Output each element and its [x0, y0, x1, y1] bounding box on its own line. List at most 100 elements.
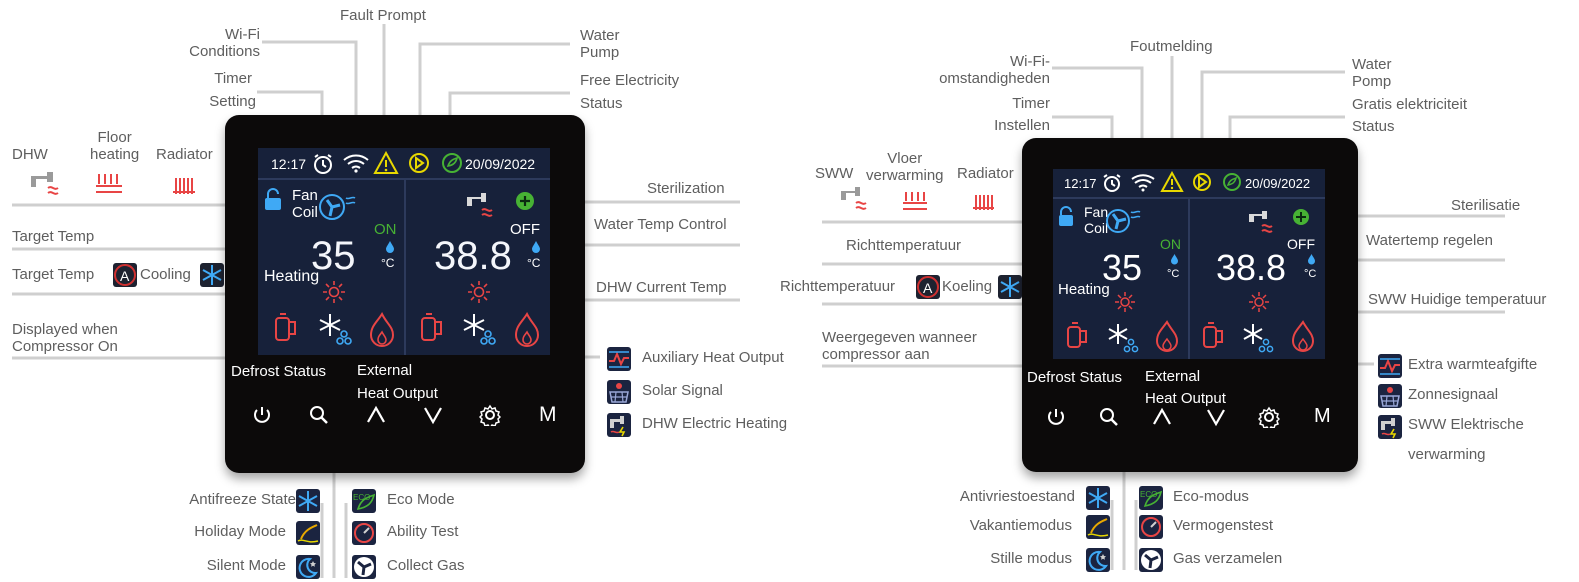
- label-wifi: Wi-Fi Conditions: [189, 26, 260, 60]
- nl-label-holiday: Vakantiemodus: [969, 517, 1072, 534]
- flame-icon: [369, 312, 395, 347]
- label-status: Status: [580, 95, 623, 112]
- radiator-icon: [173, 178, 195, 194]
- clock: 12:17: [271, 156, 307, 172]
- nl-label-dhw-current: SWW Huidige temperatuur: [1368, 291, 1547, 308]
- nl-label-aux: Extra warmteafgifte: [1408, 356, 1538, 373]
- leader-pump: [418, 42, 570, 132]
- nl-dhw-sun-icon: [1249, 292, 1269, 312]
- nl-label-displayed-when: Weergegeven wanneer compressor aan: [822, 329, 977, 363]
- nl-compressor-icon: [1067, 322, 1087, 348]
- auto-mode-icon: A: [113, 263, 137, 287]
- svg-text:ECO: ECO: [1140, 490, 1157, 499]
- compressor-icon: [275, 313, 296, 341]
- nl-label-radiator: Radiator: [957, 165, 1014, 182]
- nl-label-dhw-electric: SWW Elektrische verwarming: [1408, 416, 1524, 463]
- nl-dhw-temp-value: 38.8: [1216, 247, 1287, 288]
- nl-flame-icon: [1155, 320, 1179, 352]
- snowflake-icon: [200, 263, 224, 287]
- leader-wifi: [262, 40, 358, 132]
- nl-dhw-flame-icon: [1291, 320, 1315, 352]
- alarm-clock-icon: [314, 154, 332, 174]
- power-button[interactable]: [251, 404, 273, 426]
- label-aux-heat: Auxiliary Heat Output: [642, 349, 784, 366]
- unit-c: °C: [381, 256, 395, 270]
- screen-divider-v: [404, 178, 406, 355]
- nl-water-drop-icon: [1171, 254, 1178, 265]
- ability-test-icon: [352, 521, 376, 545]
- nl-dhw-water-drop-icon: [1308, 254, 1315, 265]
- nl-label-floor: Vloer verwarming: [866, 150, 944, 184]
- nl-label-wifi: Wi-Fi- omstandigheden: [939, 53, 1050, 87]
- lock-icon: [265, 188, 281, 210]
- nl-unit-c: °C: [1167, 268, 1180, 280]
- nl-sterilization-icon: [1293, 209, 1309, 225]
- warning-icon: [373, 151, 399, 174]
- nl-solar-icon: [1378, 384, 1402, 408]
- nl-ability-test-icon: [1139, 515, 1163, 539]
- nl-power-button[interactable]: [1045, 406, 1067, 428]
- nl-dhw-defrost-icon: [1243, 324, 1274, 353]
- nl-settings-button[interactable]: [1258, 406, 1280, 428]
- label-water-temp-control: Water Temp Control: [594, 216, 727, 233]
- dhw-electric-icon: [607, 413, 631, 437]
- nl-down-button[interactable]: [1205, 406, 1227, 428]
- date: 20/09/2022: [465, 156, 536, 172]
- nl-label-fault: Foutmelding: [1130, 38, 1213, 55]
- heating-label: Heating: [264, 268, 320, 285]
- nl-label-target: Richttemperatuur: [846, 237, 962, 254]
- settings-button[interactable]: [479, 404, 501, 426]
- nl-radiator-icon: [973, 195, 994, 210]
- nl-alarm-clock-icon: [1103, 174, 1121, 192]
- nl-antifreeze-icon: [1086, 486, 1110, 510]
- pump-icon: [409, 153, 429, 173]
- nl-label-timer: Timer: [1012, 95, 1050, 112]
- nl-leader-pump: [1200, 70, 1345, 170]
- label-dhw: DHW: [12, 146, 48, 163]
- nl-silent-moon-icon: [1086, 548, 1110, 572]
- nl-coil-label: Coil: [1084, 220, 1109, 236]
- nl-floor-heating-icon: [903, 192, 927, 210]
- nl-mode-button[interactable]: M: [1314, 405, 1331, 427]
- label-ability-test: Ability Test: [387, 523, 459, 540]
- label-displayed-when: Displayed when Compressor On: [12, 321, 118, 355]
- dhw-water-drop-icon: [532, 241, 540, 253]
- nl-label-antifreeze: Antivriestoestand: [959, 488, 1075, 505]
- dhw-unit-c: °C: [527, 256, 541, 270]
- label-timer: Timer: [214, 70, 252, 87]
- label-holiday: Holiday Mode: [194, 523, 286, 540]
- nl-search-button[interactable]: [1098, 406, 1120, 428]
- down-button[interactable]: [422, 404, 444, 426]
- nl-eco-icon: ECO: [1139, 486, 1163, 510]
- search-button[interactable]: [308, 404, 330, 426]
- nl-label-eco: Eco-modus: [1173, 488, 1249, 505]
- nl-date: 20/09/2022: [1245, 176, 1311, 191]
- wifi-icon: [343, 154, 369, 173]
- nl-clock: 12:17: [1064, 176, 1097, 191]
- nl-on-indicator: ON: [1160, 236, 1181, 252]
- dhw-temp-value: 38.8: [434, 234, 512, 278]
- up-button[interactable]: [365, 404, 387, 426]
- nl-wifi-icon: [1131, 174, 1155, 192]
- svg-text:ECO: ECO: [353, 493, 370, 502]
- nl-fan-coil-icon: [1106, 209, 1141, 233]
- nl-label-watertemp: Watertemp regelen: [1366, 232, 1494, 249]
- nl-label-ability-test: Vermogenstest: [1173, 517, 1274, 534]
- label-dhw-current-temp: DHW Current Temp: [596, 279, 727, 296]
- label-water-pump: Water Pump: [580, 27, 620, 61]
- solar-icon: [607, 380, 631, 404]
- mode-button[interactable]: M: [539, 403, 557, 426]
- tap-icon: [31, 172, 59, 195]
- nl-heating-label: Heating: [1058, 281, 1110, 298]
- nl-off-indicator: OFF: [1287, 236, 1315, 252]
- nl-up-button[interactable]: [1151, 406, 1173, 428]
- nl-label-external-heat: External Heat Output: [1145, 368, 1226, 407]
- nl-label-free: Gratis elektriciteit: [1352, 96, 1468, 113]
- aux-heat-icon: [607, 347, 631, 371]
- nl-tap-icon: [841, 187, 867, 210]
- label-antifreeze: Antifreeze State: [189, 491, 296, 508]
- dhw-compressor-icon: [421, 313, 442, 341]
- nl-label-setting: Instellen: [994, 117, 1050, 134]
- nl-label-target-mode: Richttemperatuur: [780, 278, 896, 295]
- label-collect-gas: Collect Gas: [387, 557, 465, 574]
